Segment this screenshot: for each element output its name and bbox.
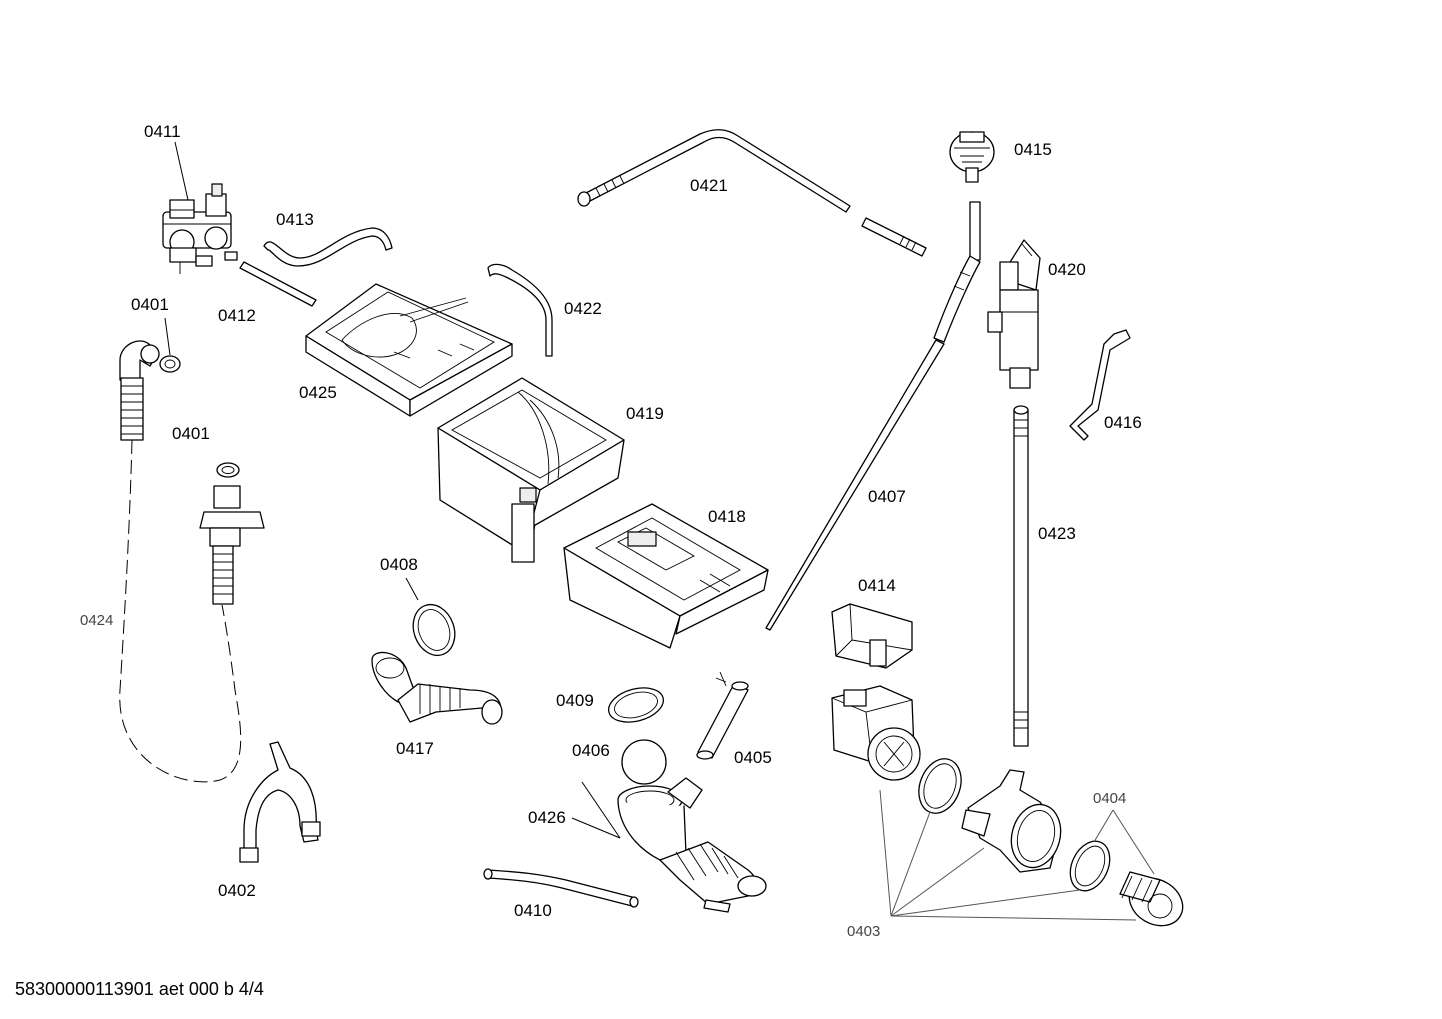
label-0426: 0426 bbox=[528, 808, 566, 827]
label-0424: 0424 bbox=[80, 612, 113, 629]
label-0414: 0414 bbox=[858, 576, 896, 595]
label-0425: 0425 bbox=[299, 383, 337, 402]
part-0420-air-trap[interactable] bbox=[987, 239, 1041, 389]
label-0405: 0405 bbox=[734, 748, 772, 767]
part-0421-long-hose[interactable] bbox=[577, 129, 927, 257]
label-0421: 0421 bbox=[690, 176, 728, 195]
part-0403-filter-housing[interactable] bbox=[961, 769, 1067, 873]
part-0412-pin[interactable] bbox=[239, 261, 317, 307]
part-0403-drain-pump[interactable] bbox=[831, 685, 921, 781]
part-0419-dispenser-housing[interactable] bbox=[437, 377, 625, 563]
part-0409-seal[interactable] bbox=[605, 682, 667, 727]
part-0407-pressure-hose[interactable] bbox=[765, 201, 981, 631]
document-id: 58300000113901 aet 000 b 4/4 bbox=[15, 979, 264, 999]
part-0410-hose[interactable] bbox=[483, 868, 639, 908]
label-0403: 0403 bbox=[847, 923, 880, 940]
label-0402: 0402 bbox=[218, 881, 256, 900]
label-0416: 0416 bbox=[1104, 413, 1142, 432]
label-0410: 0410 bbox=[514, 901, 552, 920]
part-0401-seal-upper[interactable] bbox=[159, 355, 181, 373]
label-0417: 0417 bbox=[396, 739, 434, 758]
part-0424-inlet-hose[interactable] bbox=[119, 340, 265, 783]
label-0406: 0406 bbox=[572, 741, 610, 760]
label-0404: 0404 bbox=[1093, 790, 1126, 807]
part-0404-drain-filter[interactable] bbox=[1119, 869, 1191, 935]
label-0411: 0411 bbox=[144, 122, 181, 141]
part-0418-detergent-drawer[interactable] bbox=[563, 503, 769, 649]
label-0422: 0422 bbox=[564, 299, 602, 318]
part-0402-hose-guide[interactable] bbox=[239, 741, 321, 863]
part-0417-bellows-hose[interactable] bbox=[371, 651, 503, 725]
part-0414-pump-cover[interactable] bbox=[831, 603, 913, 669]
label-0418: 0418 bbox=[708, 507, 746, 526]
part-0406-ball[interactable] bbox=[621, 739, 667, 785]
label-0413: 0413 bbox=[276, 210, 314, 229]
part-0426-sump[interactable] bbox=[617, 777, 767, 913]
label-0401-upper: 0401 bbox=[131, 295, 169, 314]
part-0403-pump-seal[interactable] bbox=[912, 753, 969, 819]
label-0407: 0407 bbox=[868, 487, 906, 506]
part-0401-seal-lower[interactable] bbox=[216, 462, 240, 478]
part-0404-filter-seal[interactable] bbox=[1063, 835, 1118, 897]
part-0416-wire[interactable] bbox=[1069, 329, 1131, 441]
label-0420: 0420 bbox=[1048, 260, 1086, 279]
part-0413-hose[interactable] bbox=[263, 227, 393, 267]
part-0405-sensor[interactable] bbox=[696, 671, 749, 760]
label-0415: 0415 bbox=[1014, 140, 1052, 159]
label-0401-lower: 0401 bbox=[172, 424, 210, 443]
label-0412: 0412 bbox=[218, 306, 256, 325]
part-0415-pressure-switch[interactable] bbox=[949, 131, 995, 183]
label-0419: 0419 bbox=[626, 404, 664, 423]
part-0425-dispenser-cover[interactable] bbox=[305, 283, 513, 417]
part-0411-inlet-valve[interactable] bbox=[162, 183, 238, 274]
part-0423-tube[interactable] bbox=[1013, 405, 1029, 747]
label-0409: 0409 bbox=[556, 691, 594, 710]
part-0422-bent-hose[interactable] bbox=[487, 263, 553, 357]
label-0423: 0423 bbox=[1038, 524, 1076, 543]
part-0408-seal[interactable] bbox=[406, 599, 461, 662]
label-0408: 0408 bbox=[380, 555, 418, 574]
